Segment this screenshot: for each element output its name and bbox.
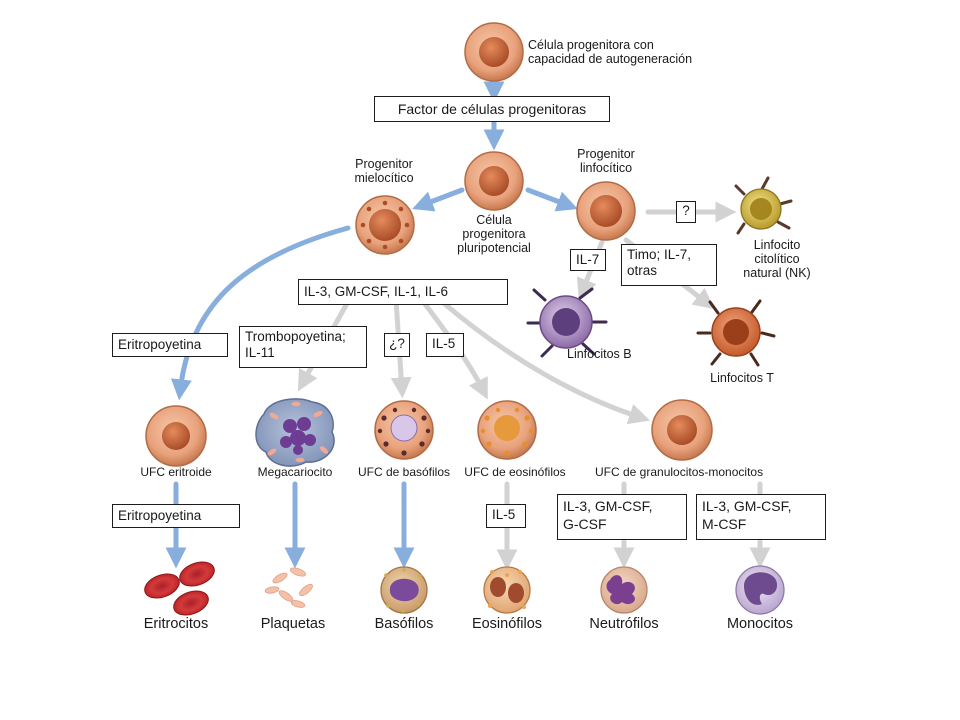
basophils-image	[380, 566, 428, 614]
label-erythrocytes: Eritrocitos	[143, 616, 209, 632]
label-pluripotent-cell: Célula progenitora pluripotencial	[457, 213, 531, 255]
factor-thymus-il7: Timo; IL-7, otras	[621, 244, 717, 286]
label-platelets: Plaquetas	[260, 616, 326, 632]
cell-b	[526, 287, 608, 358]
cell-myeloid	[355, 195, 415, 255]
arrow-myeloid-to-gm	[437, 297, 650, 425]
label-lymphoid-progenitor: Progenitor linfocítico	[577, 147, 635, 175]
arrow-pluripotent-to-myeloid	[412, 187, 465, 212]
factor-thrombopoietin: Trombopoyetina; IL-11	[239, 326, 367, 368]
cell-cfu-eosinophil	[477, 400, 537, 460]
monocytes-image	[735, 565, 785, 615]
factor-stem-cell-factor: Factor de células progenitoras	[374, 96, 610, 122]
factor-il5-bottom: IL-5	[486, 504, 526, 528]
label-nk-cell: Linfocito citolítico natural (NK)	[743, 238, 811, 280]
label-b-cells: Linfocitos B	[567, 347, 632, 361]
label-cfu-eosinophil: UFC de eosinófilos	[464, 465, 566, 479]
erythrocytes-image	[144, 561, 215, 616]
label-megakaryocyte: Megacariocito	[257, 465, 333, 479]
cell-lymphoid	[576, 181, 636, 241]
factor-neutrophil-mix: IL-3, GM-CSF, G-CSF	[557, 494, 687, 540]
factor-myeloid-mix: IL-3, GM-CSF, IL-1, IL-6	[298, 279, 508, 305]
label-neutrophils: Neutrófilos	[589, 616, 659, 632]
factor-il5-top: IL-5	[426, 333, 464, 357]
neutrophils-image	[600, 566, 648, 614]
cell-pluripotent	[464, 151, 524, 211]
label-monocytes: Monocitos	[726, 616, 794, 632]
label-eosinophils: Eosinófilos	[471, 616, 543, 632]
label-cfu-gm: UFC de granulocitos-monocitos	[595, 465, 764, 479]
label-cfu-erythroid: UFC eritroide	[140, 465, 212, 479]
label-myeloid-progenitor: Progenitor mielocítico	[354, 157, 414, 185]
cell-cfu-basophil	[374, 400, 434, 460]
label-basophils: Basófilos	[374, 616, 434, 632]
factor-erythropoietin-bottom: Eritropoyetina	[112, 504, 240, 528]
label-self-renewing-cell: Célula progenitora con capacidad de auto…	[528, 38, 693, 66]
label-t-cells: Linfocitos T	[710, 371, 774, 385]
arrow-pluripotent-to-lymphoid	[525, 187, 578, 212]
label-cfu-basophil: UFC de basófilos	[357, 465, 451, 479]
platelets-image	[264, 567, 313, 608]
factor-il7: IL-7	[570, 249, 606, 271]
arrow-myeloid-to-erythroid	[170, 225, 351, 401]
eosinophils-image	[483, 566, 531, 614]
factor-unknown-nk: ?	[676, 201, 696, 223]
cell-megakaryocyte	[255, 398, 335, 467]
cell-cfu-gm	[651, 399, 713, 461]
cell-cfu-erythroid	[145, 405, 207, 467]
cell-t	[696, 299, 776, 367]
factor-erythropoietin-top: Eritropoyetina	[112, 333, 228, 357]
factor-monocyte-mix: IL-3, GM-CSF, M-CSF	[696, 494, 826, 540]
cell-nk	[734, 176, 793, 235]
factor-unknown-basophil: ¿?	[384, 333, 410, 357]
arrows	[165, 80, 771, 571]
cell-self-renewing	[464, 22, 524, 82]
